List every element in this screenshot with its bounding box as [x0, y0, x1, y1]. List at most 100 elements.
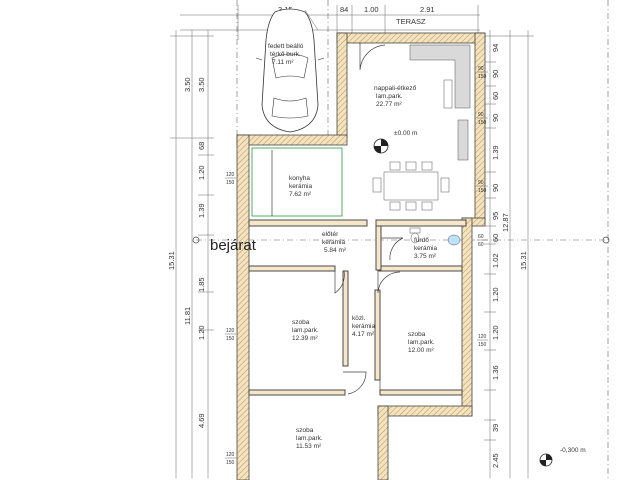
dim-left-inner-1: 3.50 [197, 77, 206, 92]
room-area: 3.75 m² [414, 253, 437, 260]
room-area: 4.17 m² [352, 331, 375, 338]
room-name: előtér [322, 231, 339, 238]
room-area: 5.84 m² [324, 247, 347, 254]
dim-left-inner-2: 68 [197, 142, 206, 150]
dim-right-inner-4: 90 [491, 114, 500, 122]
window-tag-bath: 60 60 [477, 234, 488, 248]
room-hall: előtér kerámia 5.84 m² [322, 231, 347, 254]
room-area: 7.62 m² [289, 191, 312, 198]
room-name: fürdő [414, 237, 429, 244]
dim-right-inner-6: 90 [491, 184, 500, 192]
doors [334, 43, 404, 395]
outside-level-icon [539, 453, 553, 467]
toilet-icon [409, 227, 421, 244]
svg-text:90: 90 [478, 180, 484, 186]
svg-text:120: 120 [226, 452, 235, 458]
room-bedroom-2: szoba lam.park. 12.00 m² [408, 331, 435, 354]
svg-text:120: 120 [226, 328, 235, 334]
car-icon [255, 8, 325, 133]
room-bedroom-3: szoba lam.park. 11.53 m² [296, 427, 323, 450]
svg-text:60: 60 [478, 234, 484, 240]
room-floor: lam.park. [292, 327, 319, 334]
room-name: szoba [296, 427, 314, 434]
dim-top-4: 2.91 [420, 5, 435, 14]
entrance-label: bejárat [210, 237, 257, 254]
room-floor: kerámia [352, 323, 376, 330]
window-tag-living-1: 90 150 [477, 66, 488, 80]
dim-left-inner-6: 1.20 [197, 325, 206, 340]
svg-text:90: 90 [478, 66, 484, 72]
sink-icon [447, 234, 461, 246]
sofa-icon [409, 44, 471, 109]
window-tag-living-2: 90 150 [477, 112, 488, 126]
room-area: 7.11 m² [272, 59, 294, 66]
dim-left-inner-4: 1.39 [197, 203, 206, 218]
svg-text:150: 150 [478, 188, 487, 194]
svg-text:60: 60 [478, 242, 484, 248]
svg-text:150: 150 [226, 336, 235, 342]
room-floor: lam.park. [408, 339, 435, 346]
dim-right-inner-13: 39 [491, 424, 500, 432]
window-tag-kitchen: 120 150 [225, 172, 236, 186]
room-area: 11.53 m² [296, 443, 322, 450]
dim-right-mid: 12.87 [501, 213, 510, 232]
svg-text:120: 120 [226, 172, 235, 178]
dim-right-inner-7: 95 [491, 212, 500, 220]
dim-right-inner-11: 1.20 [491, 325, 500, 340]
svg-text:150: 150 [226, 180, 235, 186]
room-bath: fürdő kerámia 3.75 m² [414, 237, 438, 260]
svg-text:150: 150 [478, 74, 487, 80]
svg-text:150: 150 [226, 460, 235, 466]
kitchen-area [251, 147, 343, 217]
room-kitchen: konyha kerámia 7.62 m² [289, 175, 313, 198]
dim-top-3: 1.00 [364, 5, 379, 14]
svg-text:120: 120 [478, 334, 487, 340]
room-floor: térkő burk. [270, 51, 301, 58]
dim-left-inner-3: 1.20 [197, 165, 206, 180]
level-marker-icon [373, 138, 389, 154]
room-floor: lam.park. [376, 93, 403, 100]
level-ground: ±0.00 m [394, 130, 417, 137]
walls [236, 32, 486, 480]
dim-left-mid-1: 3.50 [183, 77, 192, 92]
window-tag-living-3: 90 150 [477, 180, 488, 194]
room-area: 12.39 m² [292, 335, 318, 342]
dim-right-inner-2: 90 [491, 70, 500, 78]
dim-right-inner-8: 60 [491, 234, 500, 242]
window-tag-bedroom-1: 120 150 [225, 328, 236, 342]
dim-right-inner-9: 1.02 [491, 253, 500, 268]
dining-table-icon [372, 161, 450, 211]
dim-left-inner-7: 4.69 [197, 413, 206, 428]
dim-right-inner-10: 1.20 [491, 287, 500, 302]
dim-left-outer: 15.31 [167, 251, 176, 270]
room-corridor: közl. kerámia 4.17 m² [352, 315, 376, 338]
room-floor: kerámia [322, 239, 346, 246]
svg-text:90: 90 [478, 112, 484, 118]
room-name: konyha [289, 175, 310, 182]
room-floor: kerámia [289, 183, 313, 190]
room-floor: lam.park. [296, 435, 323, 442]
room-name: közl. [352, 315, 366, 322]
dimension-lines [170, 5, 534, 478]
dim-right-outer: 15.31 [519, 251, 528, 270]
room-bedroom-1: szoba lam.park. 12.39 m² [292, 319, 319, 342]
room-name: nappali-étkező [374, 85, 417, 92]
window-tag-bedroom-3: 120 150 [225, 452, 236, 466]
room-area: 12.00 m² [408, 347, 434, 354]
terrace-label: TERASZ [396, 17, 426, 26]
room-floor: kerámia [414, 245, 438, 252]
dim-right-inner-5: 1.39 [491, 145, 500, 160]
svg-text:150: 150 [478, 342, 487, 348]
dim-right-inner-3: 60 [491, 92, 500, 100]
svg-text:150: 150 [478, 120, 487, 126]
dim-left-inner-5: 1.85 [197, 277, 206, 292]
dim-left-mid-2: 11.81 [183, 307, 192, 325]
axis-markers [192, 0, 612, 478]
room-garage: fedett beálló térkő burk. 7.11 m² [268, 43, 304, 66]
level-outside: -0,300 m [560, 447, 586, 454]
dim-right-inner-14: 2.45 [491, 453, 500, 468]
tv-stand-icon [457, 119, 469, 161]
dim-right-inner-1: 94 [491, 44, 500, 52]
room-name: szoba [408, 331, 426, 338]
window-tag-bedroom-2: 120 150 [477, 334, 488, 348]
